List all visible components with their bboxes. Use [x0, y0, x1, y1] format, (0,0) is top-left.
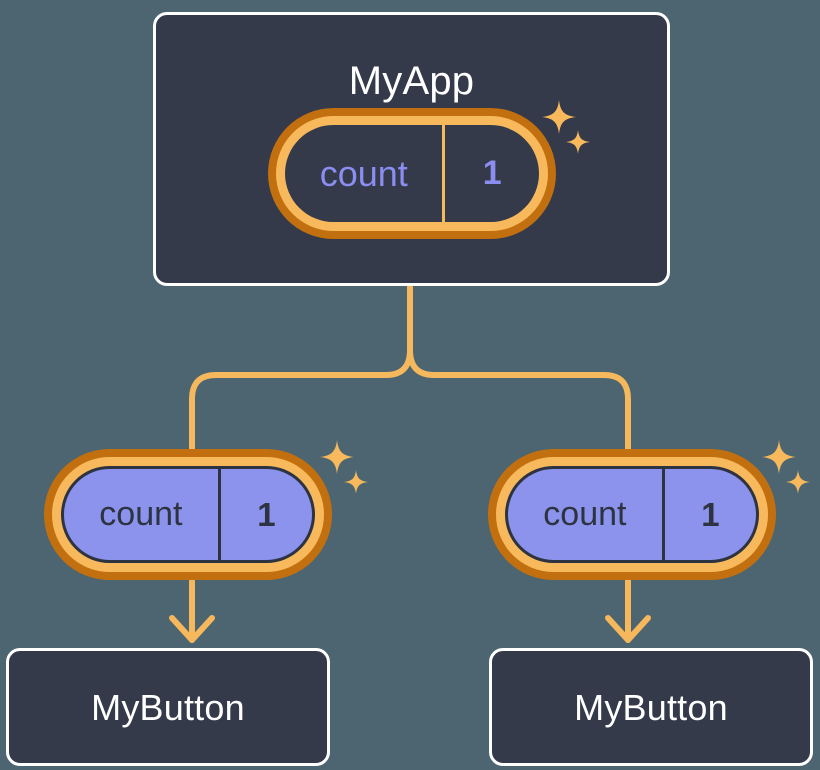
mybutton-component-box-left[interactable]: MyButton — [6, 648, 330, 766]
prop-key-label: count — [99, 495, 183, 533]
mybutton-component-label: MyButton — [91, 687, 245, 728]
sparkle-large-icon — [762, 440, 796, 474]
connector-branch-left — [189, 347, 413, 455]
sparkle-large-icon — [320, 440, 354, 474]
myapp-component-label: MyApp — [348, 59, 475, 103]
arrow-down-icon-left — [169, 615, 215, 643]
state-pill-body: count 1 — [505, 466, 759, 563]
state-pill-ring: count 1 — [52, 457, 324, 572]
state-pill-mybutton-left[interactable]: count 1 — [44, 449, 332, 580]
prop-value-label: 1 — [661, 469, 756, 560]
mybutton-component-label: MyButton — [574, 687, 728, 728]
prop-value-label: 1 — [217, 469, 312, 560]
state-pill-body: count 1 — [285, 125, 539, 222]
sparkle-small-icon — [786, 470, 810, 494]
connector-branch-right — [407, 347, 631, 455]
prop-key-label: count — [543, 495, 627, 533]
mybutton-component-box-right[interactable]: MyButton — [489, 648, 813, 766]
state-key-label: count — [319, 152, 408, 194]
state-pill-ring: count 1 — [496, 457, 768, 572]
state-pill-body: count 1 — [61, 466, 315, 563]
state-pill-mybutton-right[interactable]: count 1 — [488, 449, 776, 580]
state-value-label: 1 — [442, 125, 539, 222]
state-pill-myapp[interactable]: count 1 — [268, 108, 556, 239]
arrow-down-icon-right — [605, 615, 651, 643]
state-pill-ring: count 1 — [276, 116, 548, 231]
sparkle-small-icon — [344, 470, 368, 494]
